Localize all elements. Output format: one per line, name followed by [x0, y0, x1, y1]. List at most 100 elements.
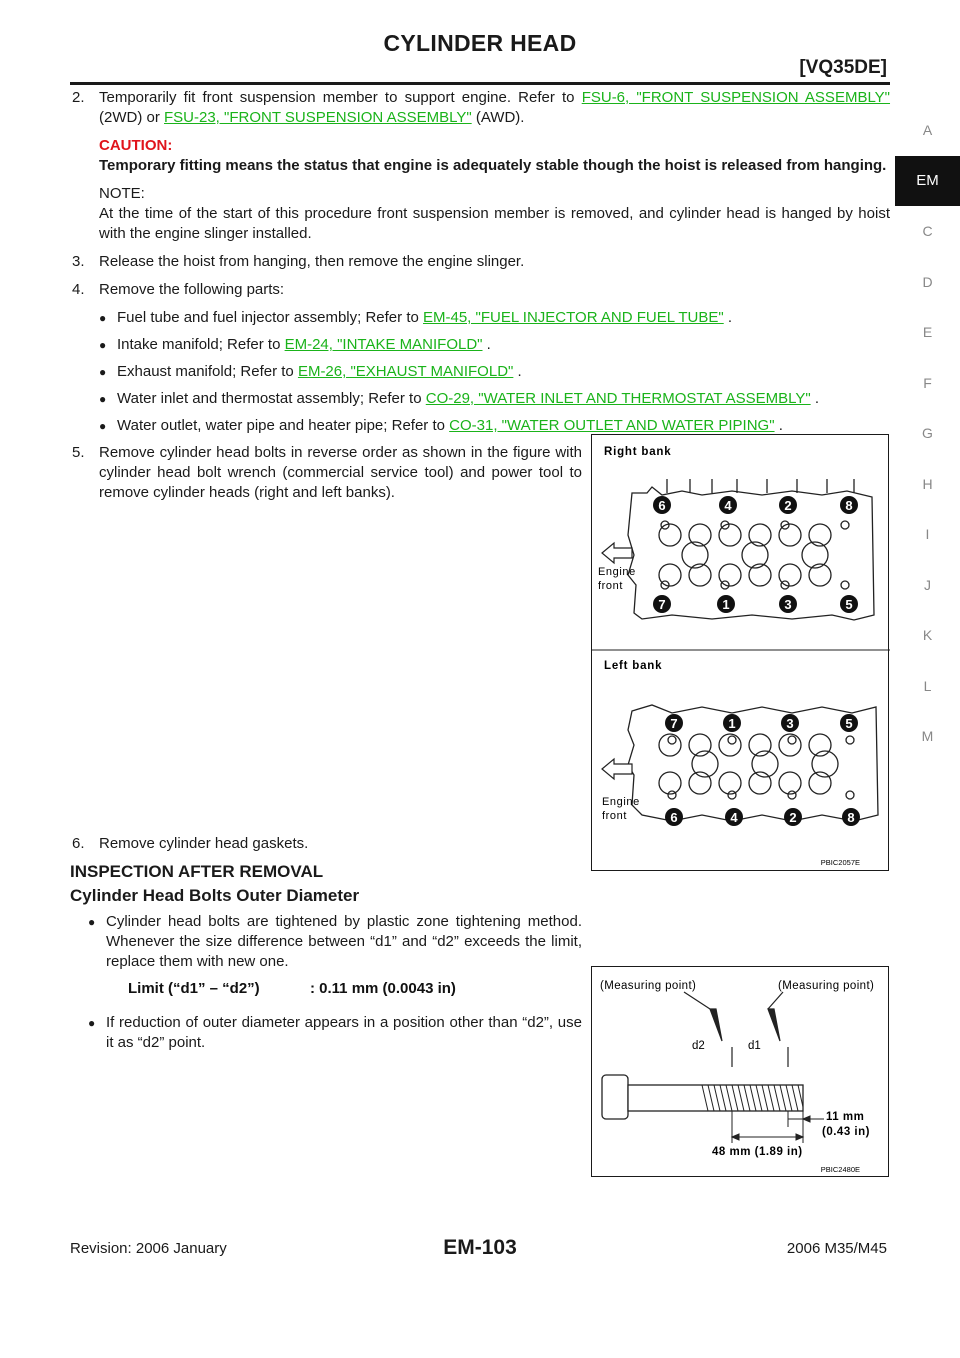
index-tab-m[interactable]: M	[921, 728, 934, 745]
d1-label: d1	[748, 1040, 761, 1052]
bolt-marker	[723, 714, 741, 732]
index-tab-f[interactable]: F	[923, 374, 932, 391]
bolt-marker	[717, 595, 735, 613]
note-text: At the time of the start of this procedu…	[99, 205, 890, 242]
bolt-marker	[779, 595, 797, 613]
index-tab-em[interactable]: EM	[895, 155, 960, 206]
right-bank-label: Right bank	[604, 446, 671, 458]
bolt-number: 1	[722, 597, 729, 612]
section-subheading: Cylinder Head Bolts Outer Diameter	[70, 886, 360, 905]
bullet-icon: ●	[88, 1016, 96, 1030]
bolt-marker	[840, 496, 858, 514]
bolt-order-diagram: Right bank 6 4 2 8	[592, 446, 890, 867]
bolt-number: 5	[845, 597, 852, 612]
link-fsu-6[interactable]: FSU-6, "FRONT SUSPENSION ASSEMBLY"	[581, 89, 891, 106]
bolt-marker	[653, 595, 671, 613]
caution-text: Temporary fitting means the status that …	[99, 157, 887, 174]
step-3: 3. Release the hoist from hanging, then …	[72, 253, 525, 270]
bolt-number: 4	[730, 810, 738, 825]
bolt-number: 5	[845, 716, 852, 731]
bullet-icon: ●	[99, 311, 107, 325]
limit-label: Limit (“d1” – “d2”)	[128, 980, 260, 997]
bullet-icon: ●	[99, 338, 107, 352]
bolt-marker	[719, 496, 737, 514]
bolt-number: 7	[658, 597, 665, 612]
page-number: EM-103	[443, 1236, 517, 1259]
header-rule	[70, 82, 890, 85]
svg-text:Engine: Engine	[598, 566, 636, 578]
bolt-number: 6	[670, 810, 677, 825]
bullet-icon: ●	[99, 392, 107, 406]
engine-code: [VQ35DE]	[799, 57, 887, 78]
list-item: ● Exhaust manifold; Refer to EM-26, "EXH…	[99, 363, 522, 380]
bolt-number: 8	[845, 498, 852, 513]
section-index: A EM C D E F G H I J K L M	[895, 105, 960, 762]
bolt-measurement-figure: (Measuring point) (Measuring point) d2 d…	[591, 966, 889, 1177]
caution-label: CAUTION:	[99, 137, 173, 154]
bolt-marker	[653, 496, 671, 514]
list-item: ● If reduction of outer diameter appears…	[88, 1014, 582, 1051]
bolt-marker	[779, 496, 797, 514]
link-em-45[interactable]: EM-45, "FUEL INJECTOR AND FUEL TUBE"	[423, 309, 724, 326]
revision-date: Revision: 2006 January	[70, 1240, 227, 1257]
svg-text:front: front	[598, 580, 623, 592]
list-item: ● Intake manifold; Refer to EM-24, "INTA…	[99, 336, 491, 353]
index-tab-k[interactable]: K	[922, 627, 933, 644]
index-tab-i[interactable]: I	[925, 526, 930, 543]
bolt-measurement-diagram: (Measuring point) (Measuring point) d2 d…	[600, 980, 874, 1174]
bolt-marker	[840, 714, 858, 732]
dimension-11mm: 11 mm	[826, 1111, 864, 1123]
svg-text:Engine: Engine	[602, 796, 640, 808]
link-em-24[interactable]: EM-24, "INTAKE MANIFOLD"	[284, 336, 483, 353]
figure-code: PBIC2480E	[821, 1165, 860, 1174]
link-co-29[interactable]: CO-29, "WATER INLET AND THERMOSTAT ASSEM…	[425, 390, 811, 407]
bolt-number: 6	[658, 498, 665, 513]
engine-front-arrow-icon	[601, 757, 633, 781]
left-bank-label: Left bank	[604, 660, 662, 672]
bolt-number: 2	[789, 810, 796, 825]
index-tab-d[interactable]: D	[922, 273, 933, 290]
index-tab-l[interactable]: L	[923, 677, 932, 694]
dimension-48mm: 48 mm (1.89 in)	[712, 1146, 803, 1158]
dimension-11mm-in: (0.43 in)	[822, 1126, 870, 1138]
bolt-marker	[781, 714, 799, 732]
main-content: 2. Temporarily fit front suspension memb…	[70, 88, 890, 1060]
index-tab-a[interactable]: A	[922, 122, 933, 139]
index-tab-j[interactable]: J	[924, 576, 931, 593]
section-heading: INSPECTION AFTER REMOVAL	[70, 862, 324, 881]
bullet-icon: ●	[99, 365, 107, 379]
d2-label: d2	[692, 1040, 705, 1052]
index-tab-g[interactable]: G	[922, 425, 933, 442]
bullet-icon: ●	[88, 915, 96, 929]
bolt-number: 3	[784, 597, 791, 612]
index-tab-c[interactable]: C	[922, 223, 933, 240]
link-co-31[interactable]: CO-31, "WATER OUTLET AND WATER PIPING"	[449, 417, 775, 434]
measuring-point-label: (Measuring point)	[600, 980, 696, 992]
link-em-26[interactable]: EM-26, "EXHAUST MANIFOLD"	[297, 363, 514, 380]
step-2: 2. Temporarily fit front suspension memb…	[72, 89, 891, 126]
thread-section	[701, 1084, 804, 1112]
list-item: ● Water inlet and thermostat assembly; R…	[99, 390, 819, 407]
bolt-marker	[665, 808, 683, 826]
list-item: ● Cylinder head bolts are tightened by p…	[88, 913, 582, 970]
index-tab-h[interactable]: H	[922, 475, 933, 492]
step-5: 5. Remove cylinder head bolts in reverse…	[72, 444, 582, 501]
note-label: NOTE:	[99, 185, 145, 202]
model-label: 2006 M35/M45	[786, 1240, 887, 1257]
bolt-number: 7	[670, 716, 677, 731]
engine-front-arrow-icon	[601, 541, 633, 565]
bolt-order-figure: Right bank 6 4 2 8	[591, 434, 890, 871]
bolt-number: 1	[728, 716, 735, 731]
bolt-number: 4	[724, 498, 732, 513]
step-number: 2.	[72, 89, 85, 106]
bolt-marker	[840, 595, 858, 613]
link-fsu-23[interactable]: FSU-23, "FRONT SUSPENSION ASSEMBLY"	[164, 109, 472, 126]
figure-code: PBIC2057E	[821, 858, 860, 867]
step-4: 4. Remove the following parts:	[72, 281, 285, 298]
page-title: CYLINDER HEAD	[383, 30, 577, 56]
bolt-marker	[842, 808, 860, 826]
limit-value: : 0.11 mm (0.0043 in)	[310, 980, 456, 997]
svg-text:front: front	[602, 810, 627, 822]
list-item: ● Fuel tube and fuel injector assembly; …	[99, 309, 733, 326]
index-tab-e[interactable]: E	[922, 324, 933, 341]
